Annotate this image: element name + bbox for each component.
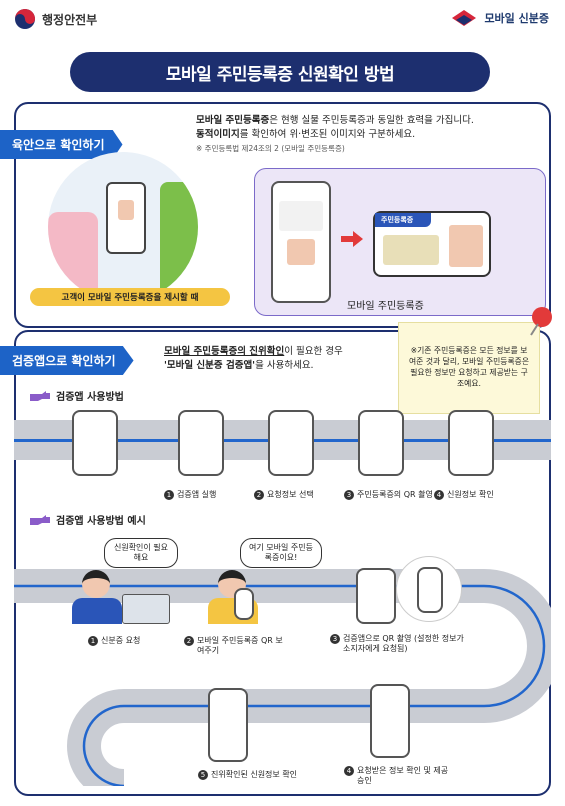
desc-rest-1: 은 현행 실물 주민등록증과 동일한 효력을 가집니다.: [269, 115, 474, 126]
brand-name: 모바일 신분증: [484, 12, 549, 25]
tab-app-check: 검증앱으로 확인하기: [0, 346, 134, 375]
section2-description: 모바일 주민등록증의 진위확인이 필요한 경우 '모바일 신분증 검증앱'을 사…: [164, 345, 394, 373]
desc2-rest-2: 을 사용하세요.: [255, 360, 314, 371]
desc2-bold-1: 모바일 주민등록증의 진위확인: [164, 346, 285, 357]
usage-phone-0: [72, 410, 118, 476]
usage-phone-1: [178, 410, 224, 476]
example-phone-approve: [370, 684, 410, 758]
mobile-id-logo-icon: [452, 10, 477, 26]
info-sticky-note: ※기존 주민등록증은 모든 정보를 보여준 것과 달리, 모바일 주민등록증은 …: [398, 322, 540, 414]
desc-rest-2: 를 확인하여 위·변조된 이미지와 구분하세요.: [239, 129, 416, 140]
phone-screen-id: [271, 181, 331, 303]
ministry-name: 행정안전부: [42, 12, 98, 27]
section-visual-check: [14, 102, 551, 328]
example-road: [14, 569, 551, 786]
desc-bold-2: 동적이미지: [196, 129, 240, 140]
usage-phone-4: [448, 410, 494, 476]
section-app-check: [14, 330, 551, 796]
usage-title: 검증앱 사용방법: [30, 388, 124, 403]
landscape-id-card: 주민등록증: [373, 211, 491, 277]
ministry-header: 행정안전부: [14, 8, 97, 30]
pushpin-icon: [530, 307, 552, 336]
page-title: 모바일 주민등록증 신원확인 방법: [70, 52, 490, 92]
arrow-right-icon: [341, 231, 363, 247]
section1-description: 모바일 주민등록증은 현행 실물 주민등록증과 동일한 효력을 가집니다. 동적…: [196, 114, 546, 156]
phone-in-hand: [106, 182, 146, 254]
desc2-bold-2: '모바일 신분증 검증앱': [164, 360, 256, 371]
clerk-illustration: [72, 570, 172, 624]
example-phone-qr: [356, 568, 396, 624]
desc2-rest-1: 이 필요한 경우: [284, 346, 343, 357]
pointing-hand-icon: [30, 514, 50, 525]
example-phone-verified: [208, 688, 248, 762]
mobile-id-label: 모바일 주민등록증: [347, 301, 424, 312]
usage-phone-3: [358, 410, 404, 476]
brand-header: 모바일 신분증: [450, 8, 549, 28]
mobile-id-card-panel: 주민등록증 모바일 주민등록증: [254, 168, 546, 316]
speech-bubble-1: 신원확인이 필요해요: [104, 538, 178, 568]
example-title: 검증앱 사용방법 예시: [30, 512, 146, 527]
qr-scan-circle: [396, 556, 462, 622]
id-card-title: 주민등록증: [375, 213, 431, 227]
person-illustration: [48, 152, 198, 302]
law-reference: ※ 주민등록법 제24조의 2 (모바일 주민등록증): [196, 144, 345, 153]
caption-badge: 고객이 모바일 주민등록증을 제시할 때: [30, 288, 230, 306]
usage-phone-2: [268, 410, 314, 476]
ministry-emblem-icon: [15, 9, 35, 29]
desc-bold-1: 모바일 주민등록증: [196, 115, 270, 126]
pointing-hand-icon: [30, 390, 50, 401]
customer-illustration: [204, 570, 264, 624]
speech-bubble-2: 여기 모바일 주민등록증이요!: [240, 538, 322, 568]
